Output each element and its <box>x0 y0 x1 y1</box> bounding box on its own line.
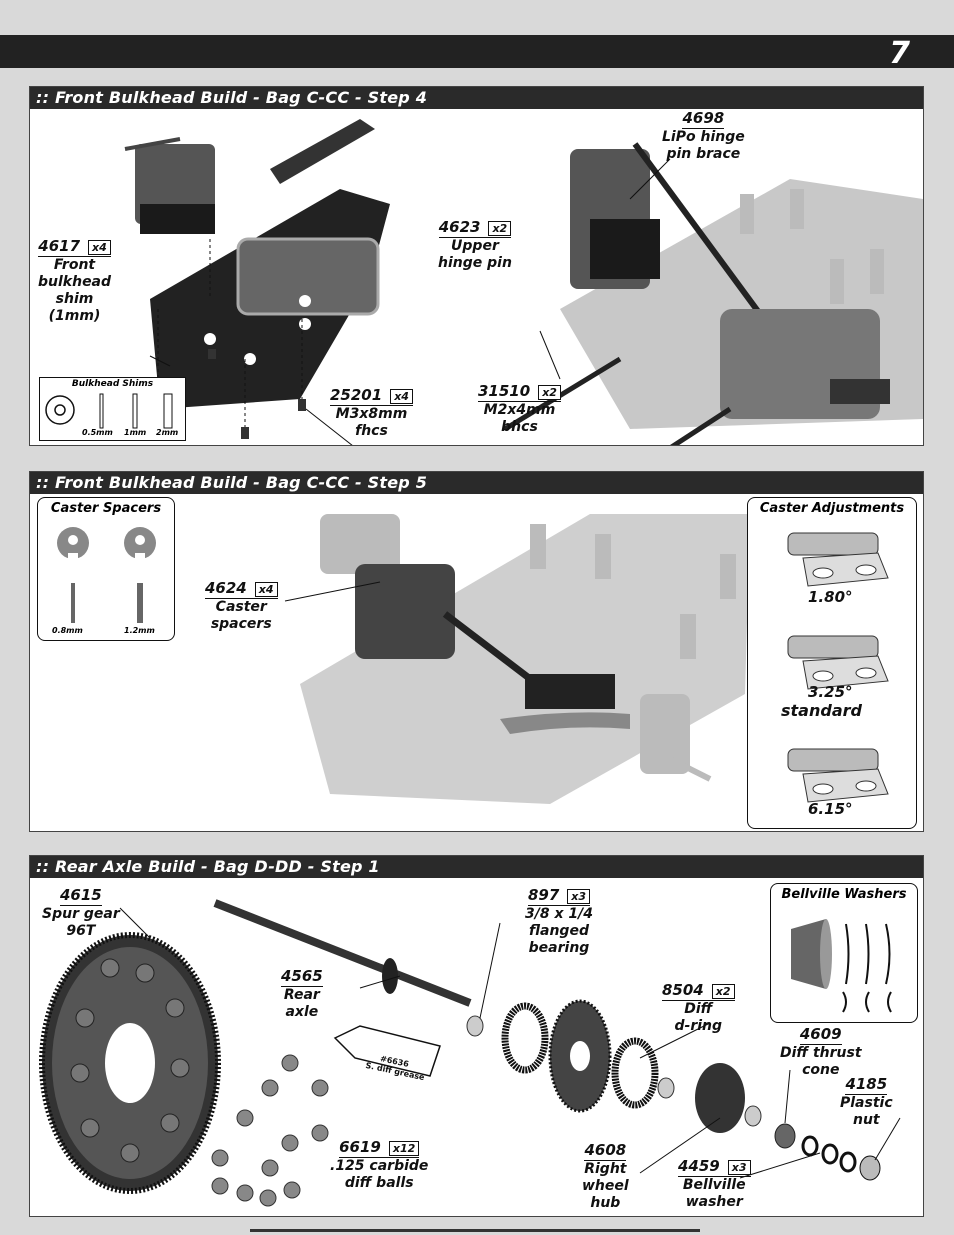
caster-spacers-legend: Caster Spacers 0.8mm 1.2mm <box>37 497 175 641</box>
caster-615-label: 6.15° <box>808 800 853 818</box>
grease-tube <box>333 1025 441 1077</box>
step4-illustration <box>124 119 923 445</box>
rear-axle-title: :: Rear Axle Build - Bag D-DD - Step 1 <box>30 856 923 878</box>
footer-line <box>250 1229 700 1232</box>
step5-panel: :: Front Bulkhead Build - Bag C-CC - Ste… <box>29 471 924 832</box>
caster-180-label: 1.80° <box>808 588 853 606</box>
bulkhead-shims-legend: Bulkhead Shims 0.5mm 1mm 2mm <box>39 377 186 441</box>
step5-illustration <box>284 514 750 804</box>
step4-title: :: Front Bulkhead Build - Bag C-CC - Ste… <box>30 87 923 109</box>
part-4565-label: 4565 Rear axle <box>281 967 323 1020</box>
page-header-bar <box>0 35 954 68</box>
part-4609-label: 4609 Diff thrust cone <box>780 1025 862 1079</box>
part-4615-label: 4615 Spur gear 96T <box>42 886 120 940</box>
step5-title: :: Front Bulkhead Build - Bag C-CC - Ste… <box>30 472 923 494</box>
caster-block-drawings <box>787 532 889 803</box>
part-4185-label: 4185 Plastic nut <box>840 1075 893 1129</box>
caster-adjustments-legend: Caster Adjustments 1.80° 3.25° <box>747 497 917 829</box>
rear-axle-panel: :: Rear Axle Build - Bag D-DD - Step 1 <box>29 855 924 1217</box>
caster-325-label: 3.25° <box>808 683 853 701</box>
page-number: 7 <box>889 36 910 71</box>
part-4698-label: 4698 LiPo hinge pin brace <box>662 109 745 163</box>
bellville-washer-drawings <box>791 919 892 1013</box>
rear-axle-illustration <box>39 899 901 1207</box>
shim-drawings <box>45 393 173 429</box>
step4-panel: :: Front Bulkhead Build - Bag C-CC - Ste… <box>29 86 924 446</box>
spacer-drawings <box>57 527 156 623</box>
part-4608-label: 4608 Right wheel hub <box>582 1141 629 1212</box>
bellville-washers-legend: Bellville Washers <box>770 883 918 1023</box>
caster-standard-label: standard <box>781 701 862 720</box>
